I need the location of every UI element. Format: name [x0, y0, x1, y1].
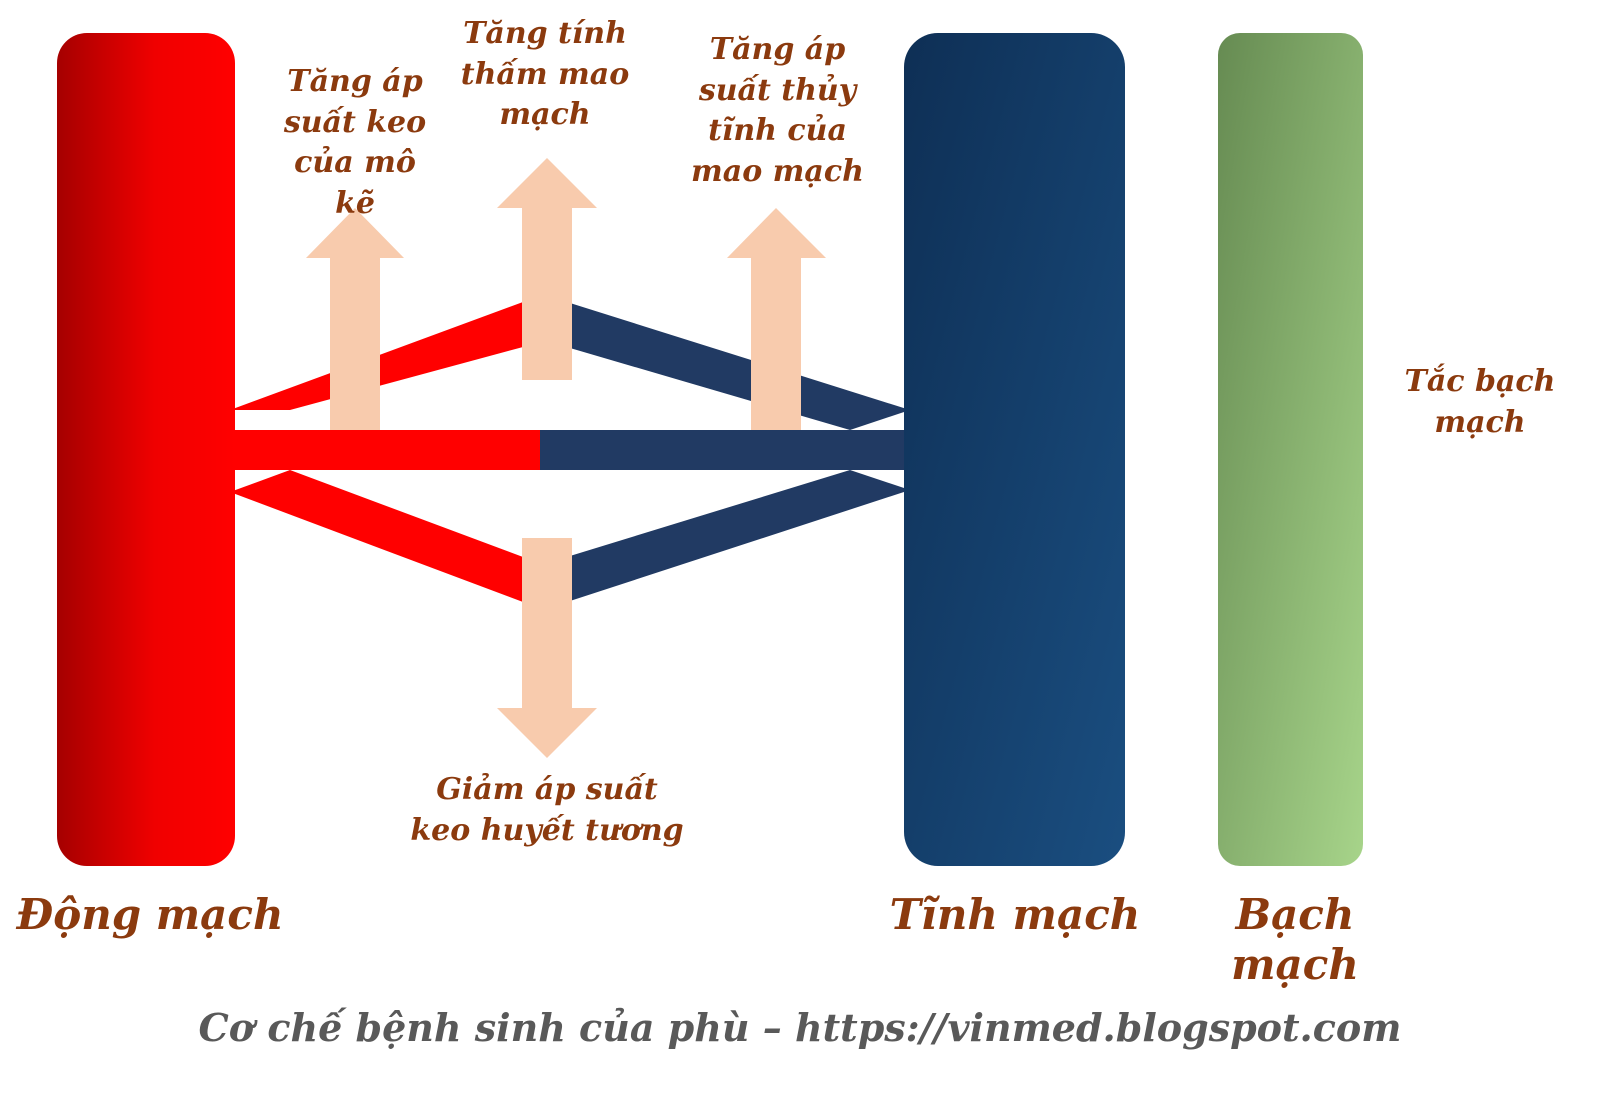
hydrostatic-arrow — [727, 208, 826, 430]
capillary-network — [230, 302, 910, 602]
capillary-middle-venous — [540, 430, 910, 470]
label-lymph: Bạch mạch — [1231, 890, 1359, 990]
label-plasma-colloid: Giảm áp suất keo huyết tương — [410, 772, 684, 848]
label-lymph-obstruction: Tắc bạch mạch — [1404, 364, 1556, 440]
capillary-upper-venous — [570, 303, 910, 430]
artery-bar — [57, 33, 235, 866]
arrows — [306, 158, 826, 758]
colloid-interstitial-arrow — [306, 208, 404, 430]
label-hydrostatic-pressure: Tăng áp suất thủy tĩnh của mao mạch — [691, 32, 864, 189]
label-artery: Động mạch — [16, 890, 284, 939]
permeability-arrow — [497, 158, 597, 380]
plasma-colloid-arrow — [497, 538, 597, 758]
vein-bar — [904, 33, 1125, 866]
label-vein: Tĩnh mạch — [889, 890, 1141, 939]
label-colloid-interstitial: Tăng áp suất keo của mô kẽ — [283, 64, 427, 221]
capillary-middle-arterial — [230, 430, 540, 470]
capillary-lower-arterial — [230, 470, 523, 602]
figure-caption: Cơ chế bệnh sinh của phù – https://vinme… — [198, 1005, 1402, 1050]
lymph-bar — [1218, 33, 1363, 866]
label-capillary-permeability: Tăng tính thấm mao mạch — [460, 16, 630, 132]
capillary-lower-venous — [570, 470, 910, 601]
